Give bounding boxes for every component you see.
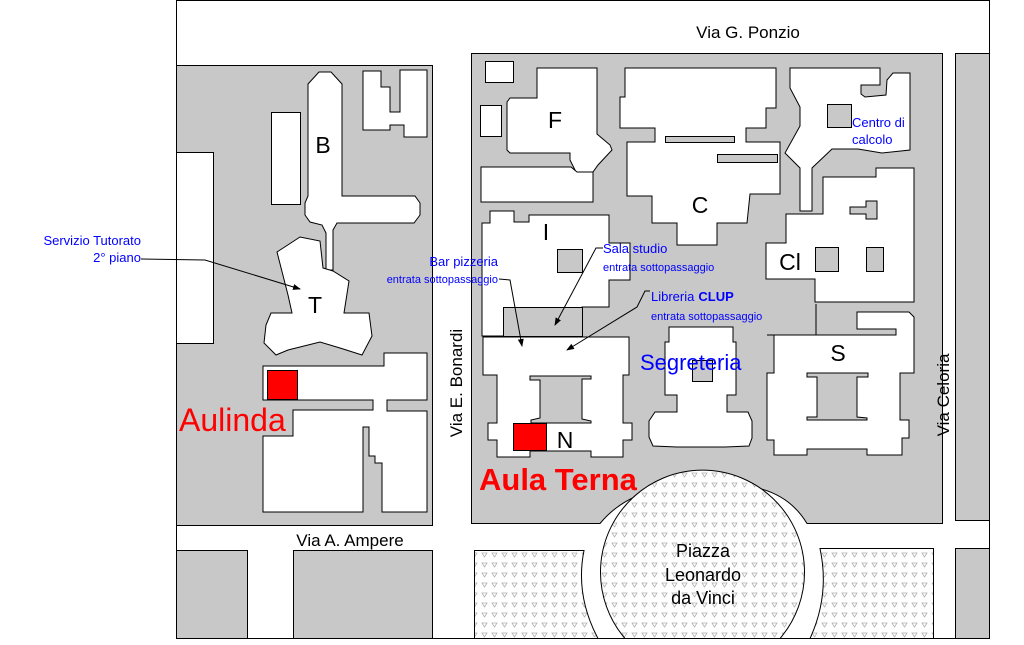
building-aulinda xyxy=(262,352,428,513)
libreria-leader xyxy=(566,290,650,351)
centro-calcolo-label-1[interactable]: Centro di xyxy=(852,115,905,130)
libreria-label-2[interactable]: entrata sottopassaggio xyxy=(651,311,762,323)
building-c xyxy=(619,67,781,246)
aulinda-marker[interactable] xyxy=(267,370,298,400)
cl-court-1 xyxy=(815,247,839,272)
block-sw-1 xyxy=(176,550,248,639)
piazza-label-3: da Vinci xyxy=(671,588,735,608)
sala-studio-label-2[interactable]: entrata sottopassaggio xyxy=(603,262,714,274)
garden-right xyxy=(809,548,934,639)
i-lower-court xyxy=(503,307,583,337)
aulinda-label[interactable]: Aulinda xyxy=(179,402,286,438)
building-west-strip xyxy=(176,152,214,344)
building-label-i: I xyxy=(543,219,549,245)
building-centro-calcolo xyxy=(784,67,911,212)
block-east-strip xyxy=(955,53,990,521)
street-via-bonardi: Via E. Bonardi xyxy=(447,329,466,437)
building-f xyxy=(506,67,613,173)
cl-court-2 xyxy=(866,247,884,272)
s-court xyxy=(806,372,869,421)
piazza-circle xyxy=(600,469,805,639)
centro-calcolo-label-2[interactable]: calcolo xyxy=(852,132,892,147)
libreria-brand: CLUP xyxy=(698,289,734,304)
bar-label-2[interactable]: entrata sottopassaggio xyxy=(387,274,498,286)
building-c-notch xyxy=(717,154,778,163)
cl-court-t xyxy=(849,200,878,220)
building-label-cl: Cl xyxy=(779,249,801,275)
aula-terna-label[interactable]: Aula Terna xyxy=(479,462,638,497)
bar-label-1[interactable]: Bar pizzeria xyxy=(429,254,498,269)
building-ne-west xyxy=(362,69,428,138)
building-label-f: F xyxy=(548,107,562,133)
segreteria-label[interactable]: Segreteria xyxy=(640,350,742,375)
bar-leader xyxy=(498,278,524,347)
libreria-name: Libreria xyxy=(651,289,695,304)
block-sw-2 xyxy=(293,550,433,639)
building-t xyxy=(263,236,373,356)
building-small-box xyxy=(480,105,502,137)
aula-terna-marker[interactable] xyxy=(513,423,547,451)
building-label-c: C xyxy=(692,192,709,218)
sala-leader xyxy=(554,247,603,326)
street-via-ponzio: Via G. Ponzio xyxy=(696,23,800,42)
block-se xyxy=(955,548,990,639)
building-label-t: T xyxy=(308,292,322,318)
building-label-s: S xyxy=(830,340,845,366)
centro-court xyxy=(827,104,852,128)
building-b xyxy=(304,71,421,271)
tutorato-label-2[interactable]: 2° piano xyxy=(93,250,141,265)
building-label-n: N xyxy=(557,427,574,453)
building-segreteria xyxy=(648,326,753,448)
building-label-b: B xyxy=(315,132,330,158)
tutorato-leader xyxy=(140,258,301,290)
street-via-celoria: Via Celoria xyxy=(934,353,953,436)
building-c-court xyxy=(665,136,735,143)
segreteria-court xyxy=(692,360,713,382)
building-small-square xyxy=(485,61,514,83)
tutorato-label-1[interactable]: Servizio Tutorato xyxy=(43,233,141,248)
n-court xyxy=(529,375,592,424)
sala-studio-label-1[interactable]: Sala studio xyxy=(603,241,667,256)
building-f-annex xyxy=(480,166,594,203)
piazza-label-1: Piazza xyxy=(676,541,731,561)
building-small-rect xyxy=(271,112,301,205)
garden-left xyxy=(474,550,599,639)
i-court xyxy=(557,249,583,273)
street-via-ampere: Via A. Ampere xyxy=(296,531,403,550)
piazza-label-2: Leonardo xyxy=(665,565,741,585)
